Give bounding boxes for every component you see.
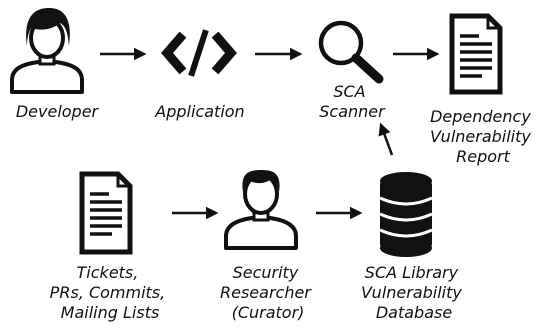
researcher-label-line: (Curator) [232, 303, 305, 322]
person-outline-icon [224, 170, 298, 250]
svg-text:Dependency Vulnerability: Dependency Vulnerability Report [430, 107, 536, 166]
database-icon [379, 172, 433, 257]
document-icon [79, 171, 133, 255]
tickets-label-line: Mailing Lists [61, 303, 160, 322]
sca-scanner-label-line: SCA [333, 82, 365, 101]
report-node: Dependency Vulnerability Report [430, 13, 536, 166]
application-node: Application [154, 29, 245, 121]
researcher-label-line: Security [233, 263, 299, 282]
database-label-line: Database [376, 303, 453, 322]
code-brackets-icon [161, 29, 237, 77]
document-icon [449, 13, 503, 95]
application-label-line: Application [154, 102, 244, 121]
researcher-label-line: Researcher [220, 283, 312, 302]
tickets-node: Tickets, PRs, Commits, Mailing Lists [50, 171, 171, 322]
svg-text:SCA Library Vulnerabilit: SCA Library Vulnerability Database [361, 263, 467, 322]
svg-text:Application: Application [154, 102, 244, 121]
database-node: SCA Library Vulnerability Database [361, 172, 467, 322]
researcher-node: Security Researcher (Curator) [220, 170, 316, 322]
magnifier-icon [318, 20, 384, 84]
sca-scanner-label-line: Scanner [319, 102, 386, 121]
report-label-line: Dependency [430, 107, 531, 126]
tickets-label-line: PRs, Commits, [50, 283, 166, 302]
svg-text:Tickets, PRs, Commits,: Tickets, PRs, Commits, Mailing Lists [50, 263, 171, 322]
arrow-database-to-scanner [378, 122, 394, 156]
svg-text:Security Researcher: Security Researcher (Curator) [220, 263, 316, 322]
sca-scanner-node: SCA Scanner [318, 20, 386, 121]
person-outline-icon [10, 8, 84, 94]
developer-node: Developer [10, 8, 100, 121]
developer-label-line: Developer [16, 102, 100, 121]
svg-text:SCA Scanner: SCA Scanner [319, 82, 386, 121]
database-label-line: SCA Library [365, 263, 459, 282]
database-label-line: Vulnerability [361, 283, 462, 302]
report-label-line: Vulnerability [430, 127, 531, 146]
report-label-line: Report [456, 147, 510, 166]
tickets-label-line: Tickets, [77, 263, 139, 282]
svg-text:Developer: Developer [16, 102, 100, 121]
